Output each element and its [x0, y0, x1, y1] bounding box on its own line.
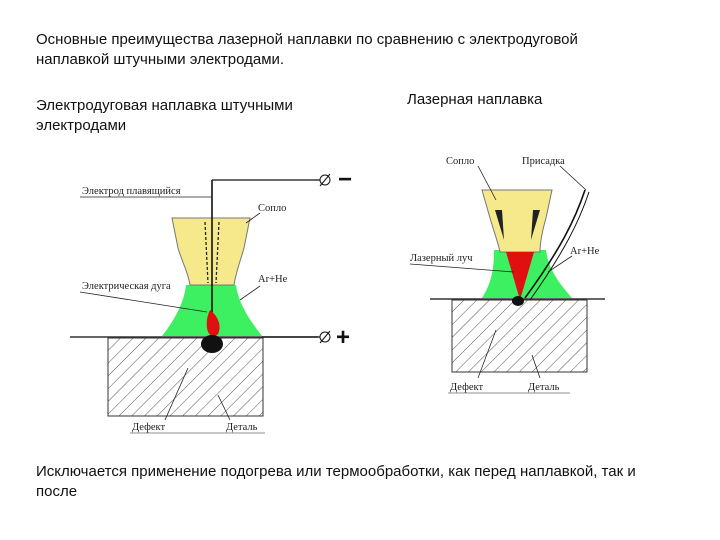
right-beam-label: Лазерный луч: [410, 253, 473, 264]
left-part: [107, 337, 264, 417]
minus-sign: −: [338, 166, 352, 193]
slide-title: Основные преимущества лазерной наплавки …: [36, 31, 578, 68]
left-part-leader: [217, 394, 231, 421]
right-part-leader: [531, 354, 541, 379]
left-arc-leader: [79, 291, 208, 313]
right-gas-label: Ar+He: [570, 246, 600, 257]
right-beam-leader: [409, 263, 515, 273]
right-filler-label: Присадка: [522, 156, 565, 167]
left-part-label: Деталь: [226, 422, 258, 433]
right-nozzle: [481, 189, 553, 253]
right-nozzle-leader: [477, 165, 497, 201]
right-defect-leader: [477, 329, 497, 379]
footer-text: Исключается применение подогрева или тер…: [36, 463, 636, 500]
left-electric-arc: [206, 310, 220, 336]
right-weld-pool: [512, 296, 524, 306]
left-defect-leader: [164, 367, 189, 421]
left-nozzle-inner-line: [204, 221, 209, 284]
left-nozzle: [171, 217, 251, 286]
right-filler-leader: [559, 165, 587, 191]
left-gas-label: Ar+He: [258, 274, 288, 285]
right-heading: Лазерная наплавка: [407, 91, 543, 108]
right-laser-beam: [506, 252, 534, 300]
left-arc-label: Электрическая дуга: [82, 281, 171, 292]
left-nozzle-label: Сопло: [258, 203, 286, 214]
right-nozzle-label: Сопло: [446, 156, 474, 167]
left-nozzle-inner-line: [215, 221, 220, 284]
minus-terminal-slash: [319, 173, 331, 187]
arc-welding-diagram: Электрод плавящийся Сопло Ar+He Электрич…: [70, 166, 352, 434]
right-nozzle-inner-right: [531, 210, 540, 240]
right-filler-wire-edge: [529, 191, 590, 301]
plus-sign: +: [336, 324, 350, 351]
minus-terminal: [319, 174, 331, 186]
laser-cladding-diagram: Сопло Присадка Ar+He Лазерный луч Дефект…: [409, 156, 605, 394]
plus-terminal: [319, 331, 331, 343]
right-part-label: Деталь: [528, 382, 560, 393]
right-defect-label: Дефект: [450, 382, 484, 393]
right-nozzle-inner-left: [495, 210, 504, 240]
left-defect-label: Дефект: [132, 422, 166, 433]
left-heading: Электродуговая наплавка штучными электро…: [36, 97, 293, 134]
plus-terminal-slash: [319, 330, 331, 344]
right-part: [451, 299, 588, 373]
left-electrode-label: Электрод плавящийся: [82, 186, 181, 197]
left-nozzle-leader: [245, 212, 261, 224]
right-filler-wire: [524, 189, 586, 299]
left-gas-leader: [239, 285, 261, 301]
left-weld-pool: [201, 335, 223, 353]
right-gas-leader: [547, 255, 573, 273]
